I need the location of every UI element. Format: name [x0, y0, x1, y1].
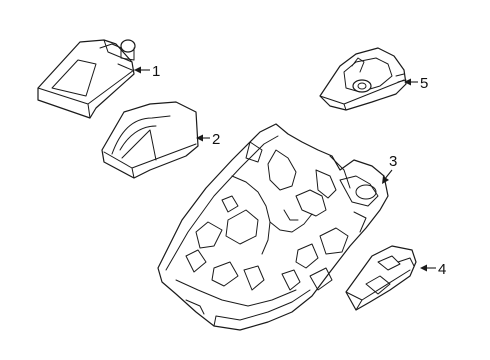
callout-label-3: 3 [389, 153, 397, 170]
part-1-housing [37, 39, 136, 119]
callout-5: 5 [404, 75, 428, 92]
callout-label-1: 1 [152, 63, 160, 80]
callout-3: 3 [382, 153, 397, 184]
callout-1: 1 [134, 63, 160, 80]
part-5-lamp-module [319, 47, 407, 111]
callout-4: 4 [420, 261, 446, 278]
callout-label-5: 5 [420, 75, 428, 92]
part-2-cover [101, 101, 199, 179]
callout-label-4: 4 [438, 261, 446, 278]
callout-2: 2 [196, 131, 220, 148]
part-3-console-base [157, 123, 389, 331]
part-4-bracket [345, 245, 417, 311]
callout-label-2: 2 [212, 131, 220, 148]
